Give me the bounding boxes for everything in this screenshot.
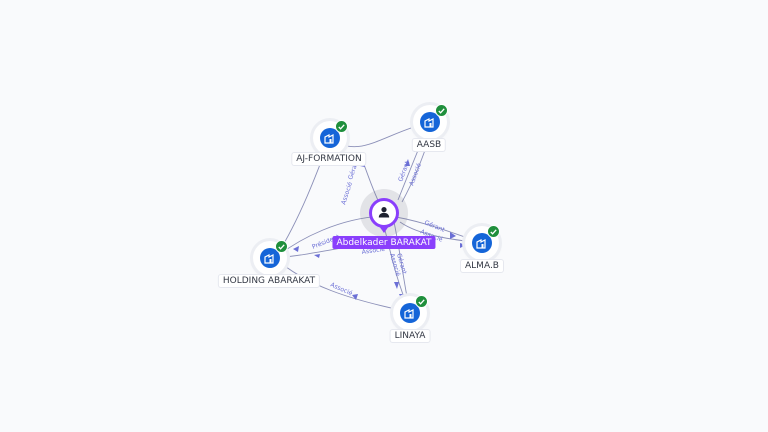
company-node-aj-formation[interactable] (313, 120, 348, 155)
company-icon (320, 128, 340, 148)
company-icon (260, 248, 280, 268)
company-icon (400, 303, 420, 323)
arrow-head (394, 282, 399, 289)
company-icon (472, 233, 492, 253)
verified-check-icon (275, 240, 288, 253)
arrow-head (314, 254, 320, 258)
company-label[interactable]: ALMA.B (461, 260, 503, 272)
company-label[interactable]: HOLDING ABARAKAT (218, 275, 320, 287)
arrow-head (460, 243, 466, 248)
edge-label: Associé (339, 181, 354, 206)
person-label[interactable]: Abdelkader BARAKAT (332, 236, 436, 249)
company-node-alma-b[interactable] (465, 225, 500, 260)
company-label[interactable]: AJ-FORMATION (292, 153, 366, 165)
person-pin-tip (379, 226, 389, 233)
verified-check-icon (435, 104, 448, 117)
company-label[interactable]: AASB (412, 139, 446, 151)
person-node[interactable] (369, 198, 399, 228)
company-label[interactable]: LINAYA (390, 330, 430, 342)
arrow-head (352, 294, 358, 300)
edge-label: Gérant (396, 159, 411, 182)
company-node-holding-abarakat[interactable] (253, 240, 288, 275)
arrow-head (405, 159, 410, 166)
edge-holding-linaya (274, 257, 411, 313)
edge-label: Associé (361, 245, 385, 256)
verified-check-icon (487, 225, 500, 238)
verified-check-icon (415, 295, 428, 308)
edge-label: Associé (329, 281, 354, 298)
arrow-head (293, 246, 299, 252)
company-node-linaya[interactable] (393, 295, 428, 330)
company-node-aasb[interactable] (413, 104, 448, 139)
arrow-head (450, 232, 456, 239)
person-icon (378, 207, 390, 218)
verified-check-icon (335, 120, 348, 133)
company-icon (420, 112, 440, 132)
